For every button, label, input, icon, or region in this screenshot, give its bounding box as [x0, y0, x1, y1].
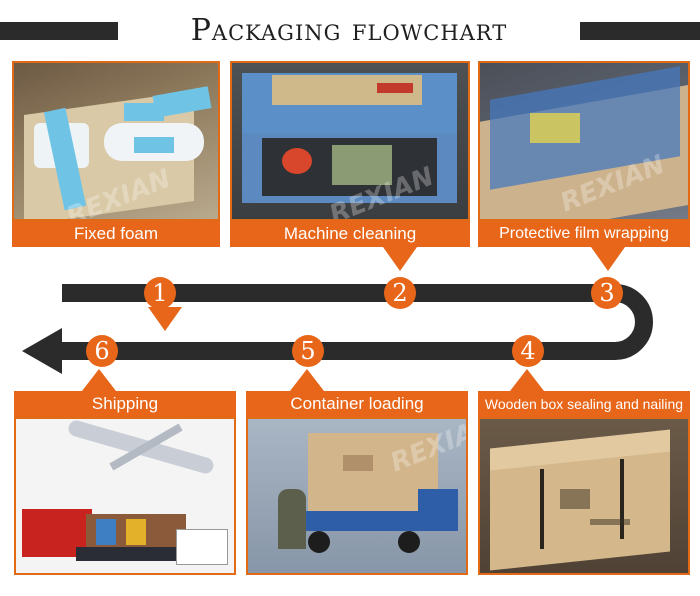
title-bar-left — [0, 22, 118, 40]
step-photo-wooden-box-sealing-and-nailing — [478, 417, 690, 575]
step-pointer-container-loading — [290, 369, 324, 391]
step-photo-machine-cleaning: REXIAN — [230, 61, 470, 221]
step-card-fixed-foam: REXIAN Fixed foam — [12, 61, 220, 331]
step-label-wooden-box-sealing-and-nailing: Wooden box sealing and nailing — [478, 391, 690, 417]
step-card-protective-film-wrapping: REXIAN Protective film wrapping — [478, 61, 690, 271]
step-photo-container-loading: REXIAN — [246, 417, 468, 575]
step-photo-shipping — [14, 417, 236, 575]
flow-arrowhead — [22, 328, 62, 374]
step-number-3: 3 — [591, 277, 623, 309]
flow-track — [60, 284, 653, 360]
step-pointer-wooden-box-sealing-and-nailing — [510, 369, 544, 391]
page-title: Packaging flowchart — [190, 13, 508, 48]
step-number-4: 4 — [512, 335, 544, 367]
step-number-5: 5 — [292, 335, 324, 367]
step-pointer-protective-film-wrapping — [591, 247, 625, 271]
step-photo-protective-film-wrapping: REXIAN — [478, 61, 690, 221]
step-card-shipping: Shipping — [14, 369, 236, 575]
step-pointer-machine-cleaning — [383, 247, 417, 271]
step-number-1: 1 — [144, 277, 176, 309]
step-card-container-loading: Container loading REXIAN — [246, 369, 468, 575]
step-label-machine-cleaning: Machine cleaning — [230, 221, 470, 247]
step-card-wooden-box-sealing-and-nailing: Wooden box sealing and nailing — [478, 369, 690, 575]
title-bar-right — [580, 22, 700, 40]
step-number-6: 6 — [86, 335, 118, 367]
step-label-fixed-foam: Fixed foam — [12, 221, 220, 247]
step-number-2: 2 — [384, 277, 416, 309]
step-label-shipping: Shipping — [14, 391, 236, 417]
step-pointer-fixed-foam — [148, 307, 182, 331]
title-section: Packaging flowchart — [0, 14, 700, 48]
step-pointer-shipping — [82, 369, 116, 391]
step-card-machine-cleaning: REXIAN Machine cleaning — [230, 61, 470, 271]
step-label-protective-film-wrapping: Protective film wrapping — [478, 221, 690, 247]
step-label-container-loading: Container loading — [246, 391, 468, 417]
step-photo-fixed-foam: REXIAN — [12, 61, 220, 221]
